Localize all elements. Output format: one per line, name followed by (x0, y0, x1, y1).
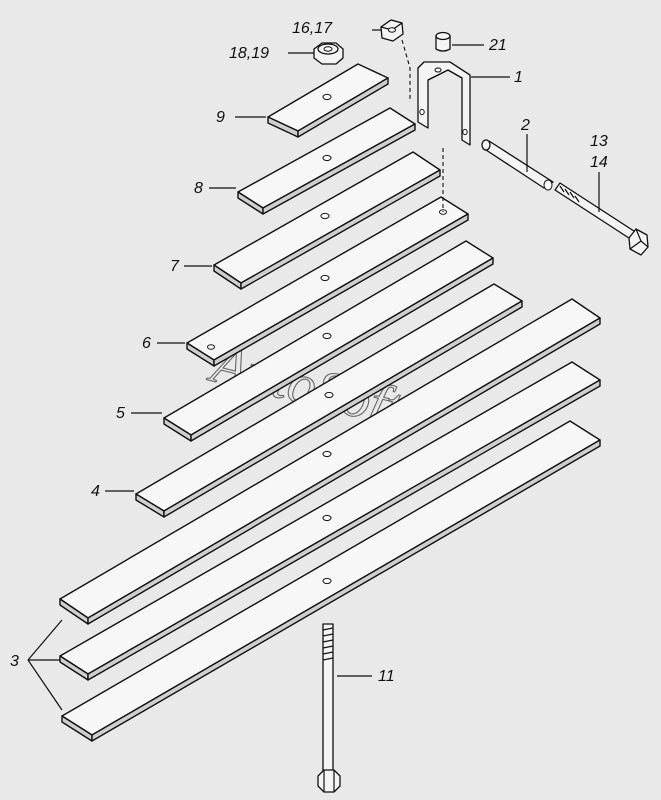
callout-7: 7 (170, 258, 180, 275)
callout-16-17: 16,17 (292, 20, 333, 37)
leaf-5 (163, 240, 494, 442)
bolt-13-14 (554, 182, 649, 256)
callout-8: 8 (194, 180, 203, 197)
callout-14: 14 (590, 154, 608, 171)
leaf-6 (186, 196, 469, 367)
callout-3: 3 (10, 653, 19, 670)
callout-9: 9 (216, 109, 225, 126)
sleeve-2 (481, 139, 554, 191)
callout-2: 2 (520, 117, 530, 134)
nut-16-17 (380, 19, 404, 42)
leaf-3b (59, 361, 601, 681)
leaf-9 (267, 63, 389, 138)
callout-5: 5 (116, 405, 125, 422)
center-bolt-11 (317, 623, 341, 793)
callout-4: 4 (91, 483, 100, 500)
pin-21 (435, 31, 451, 52)
leaf-3c (61, 420, 601, 742)
callout-13: 13 (590, 133, 608, 150)
callout-11: 11 (378, 668, 395, 685)
leaf-7 (213, 151, 441, 290)
nut-16-17-guide (401, 39, 411, 102)
callout-1: 1 (514, 69, 523, 86)
callout-18-19: 18,19 (229, 45, 269, 62)
callout-21: 21 (488, 37, 507, 54)
clamp-1 (417, 61, 471, 146)
leader-3 (27, 619, 63, 711)
nut-18-19 (313, 42, 344, 65)
callout-6: 6 (142, 335, 151, 352)
leaf-4 (135, 283, 523, 518)
leaf-3a (59, 298, 601, 625)
leaf-8 (237, 107, 416, 215)
